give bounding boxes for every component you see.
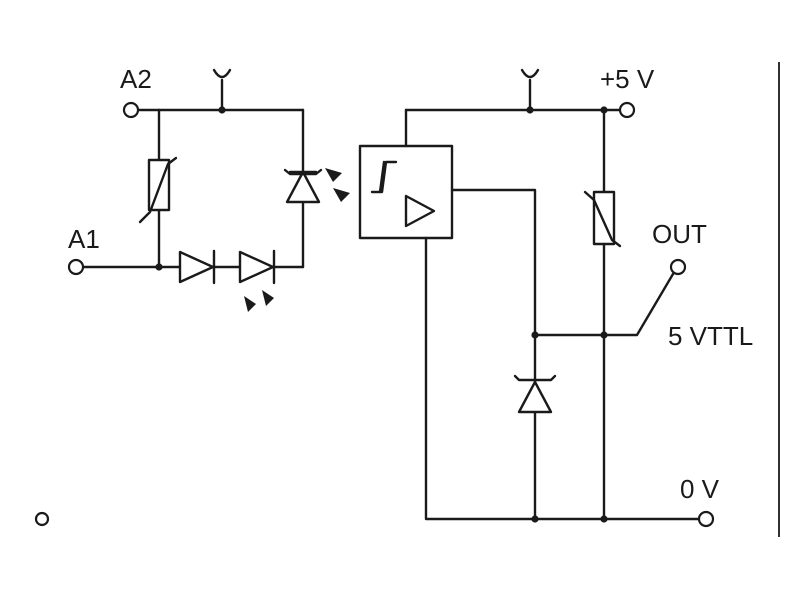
wire-ground-rail <box>424 236 702 521</box>
diode-led-2 <box>238 249 276 285</box>
label-out: OUT <box>652 219 707 249</box>
output-circuit <box>358 68 715 528</box>
junction-dot <box>218 106 226 114</box>
wire-out <box>533 272 675 337</box>
varistor-left <box>138 156 178 224</box>
label-plus5v: +5 V <box>600 64 655 94</box>
junction-dot <box>531 515 539 523</box>
test-point-right <box>520 68 540 112</box>
label-a1: A1 <box>68 224 100 254</box>
light-emission-arrows-upper <box>325 168 350 202</box>
label-0v: 0 V <box>680 474 720 504</box>
junction-dot <box>155 263 163 271</box>
terminal-out <box>669 258 687 276</box>
junction-dot <box>526 106 534 114</box>
junction-dot <box>600 515 608 523</box>
terminal-unlabeled <box>34 511 50 527</box>
wire-box-output <box>450 188 537 521</box>
light-emission-arrows-lower <box>244 290 274 312</box>
led-right-branch <box>283 168 323 204</box>
diode-1 <box>178 249 216 285</box>
test-point-left <box>212 68 232 112</box>
label-a2: A2 <box>120 64 152 94</box>
terminal-a2 <box>122 101 140 119</box>
terminal-a1 <box>67 258 85 276</box>
zener-diode <box>513 374 557 414</box>
input-circuit <box>67 68 350 312</box>
buffer-triangle-icon <box>404 194 436 228</box>
label-5vttl: 5 VTTL <box>668 321 753 351</box>
hysteresis-icon <box>370 160 398 194</box>
varistor-right <box>583 190 622 248</box>
terminal-plus5v <box>618 101 636 119</box>
terminal-0v <box>697 510 715 528</box>
